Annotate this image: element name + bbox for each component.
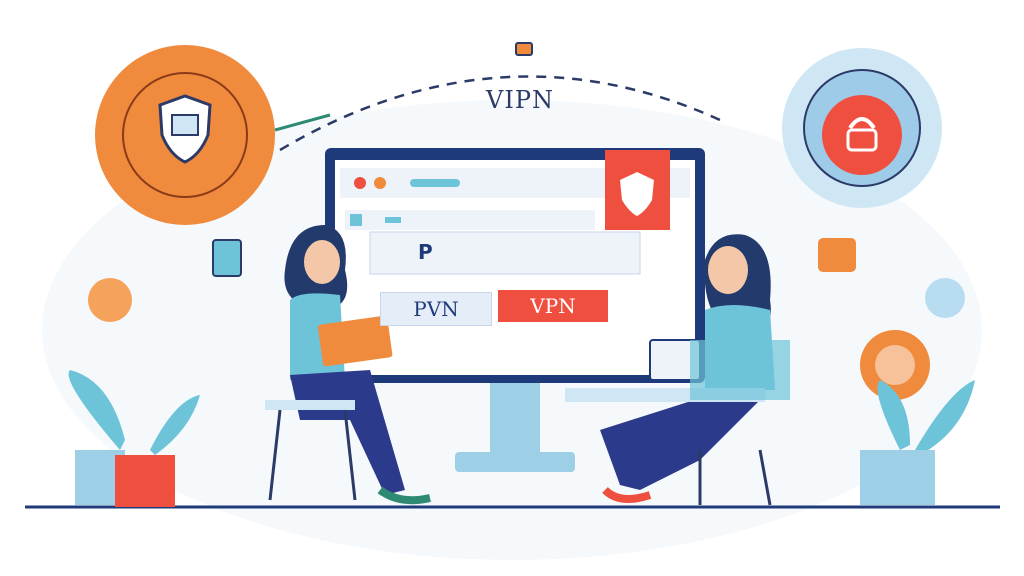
monitor-icon — [325, 148, 705, 472]
person-left — [265, 225, 431, 505]
vpn-button[interactable]: VPN — [498, 290, 608, 322]
small-lock-left — [212, 239, 242, 277]
blue-dot-right — [925, 278, 965, 318]
person-right — [565, 234, 790, 506]
plant-icon-right — [860, 380, 975, 505]
screen-letter: P — [418, 240, 433, 264]
padlock-icon — [848, 117, 876, 130]
vpn-title: VIPN — [486, 86, 554, 114]
orange-dot-left — [88, 278, 132, 322]
padlock-badge-right — [782, 48, 942, 208]
pvn-button[interactable]: PVN — [380, 292, 492, 326]
key-icon — [515, 42, 533, 56]
shield-badge-left — [95, 45, 331, 225]
small-lock-right — [818, 238, 856, 272]
plant-icon — [68, 370, 200, 507]
